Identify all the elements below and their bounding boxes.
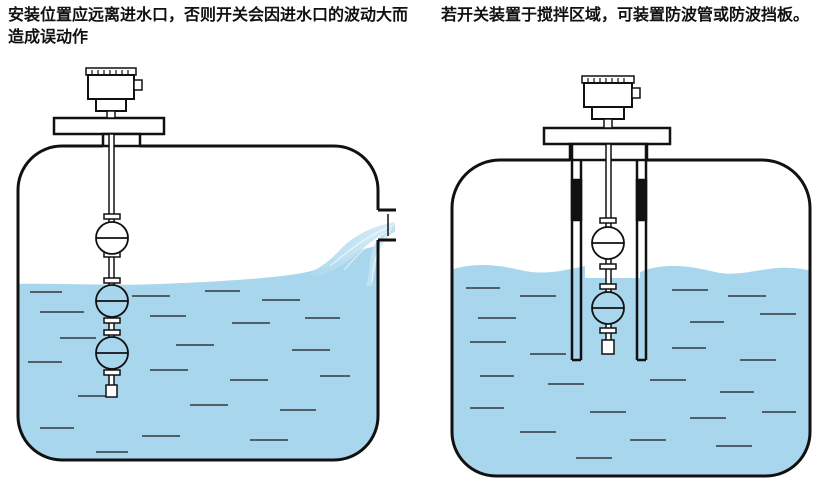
- caption-right: 若开关装置于搅拌区域，可装置防波管或防波挡板。: [441, 5, 810, 24]
- float-ball-icon: [591, 291, 625, 325]
- left-tank-wall: [16, 144, 380, 462]
- left-water: [18, 240, 378, 460]
- float-ball-icon: [591, 226, 625, 260]
- right-float-assembly: [599, 217, 617, 355]
- left-flange: [52, 116, 166, 136]
- inlet-pipe: [378, 208, 396, 242]
- right-flange: [542, 126, 672, 146]
- right-tank-wall: [450, 158, 812, 478]
- right-water: [452, 265, 810, 476]
- float-ball-icon: [95, 336, 129, 370]
- switch-head-icon: [581, 75, 641, 129]
- caption-left: 安装位置应远离进水口，否则开关会因进水口的波动大而造成误动作: [8, 5, 409, 46]
- float-ball-icon: [95, 284, 129, 318]
- wave-tube: [570, 144, 648, 362]
- right-tank: [450, 75, 812, 478]
- switch-head-icon: [85, 67, 143, 119]
- float-ball-icon: [95, 221, 129, 255]
- left-tank: [16, 67, 396, 462]
